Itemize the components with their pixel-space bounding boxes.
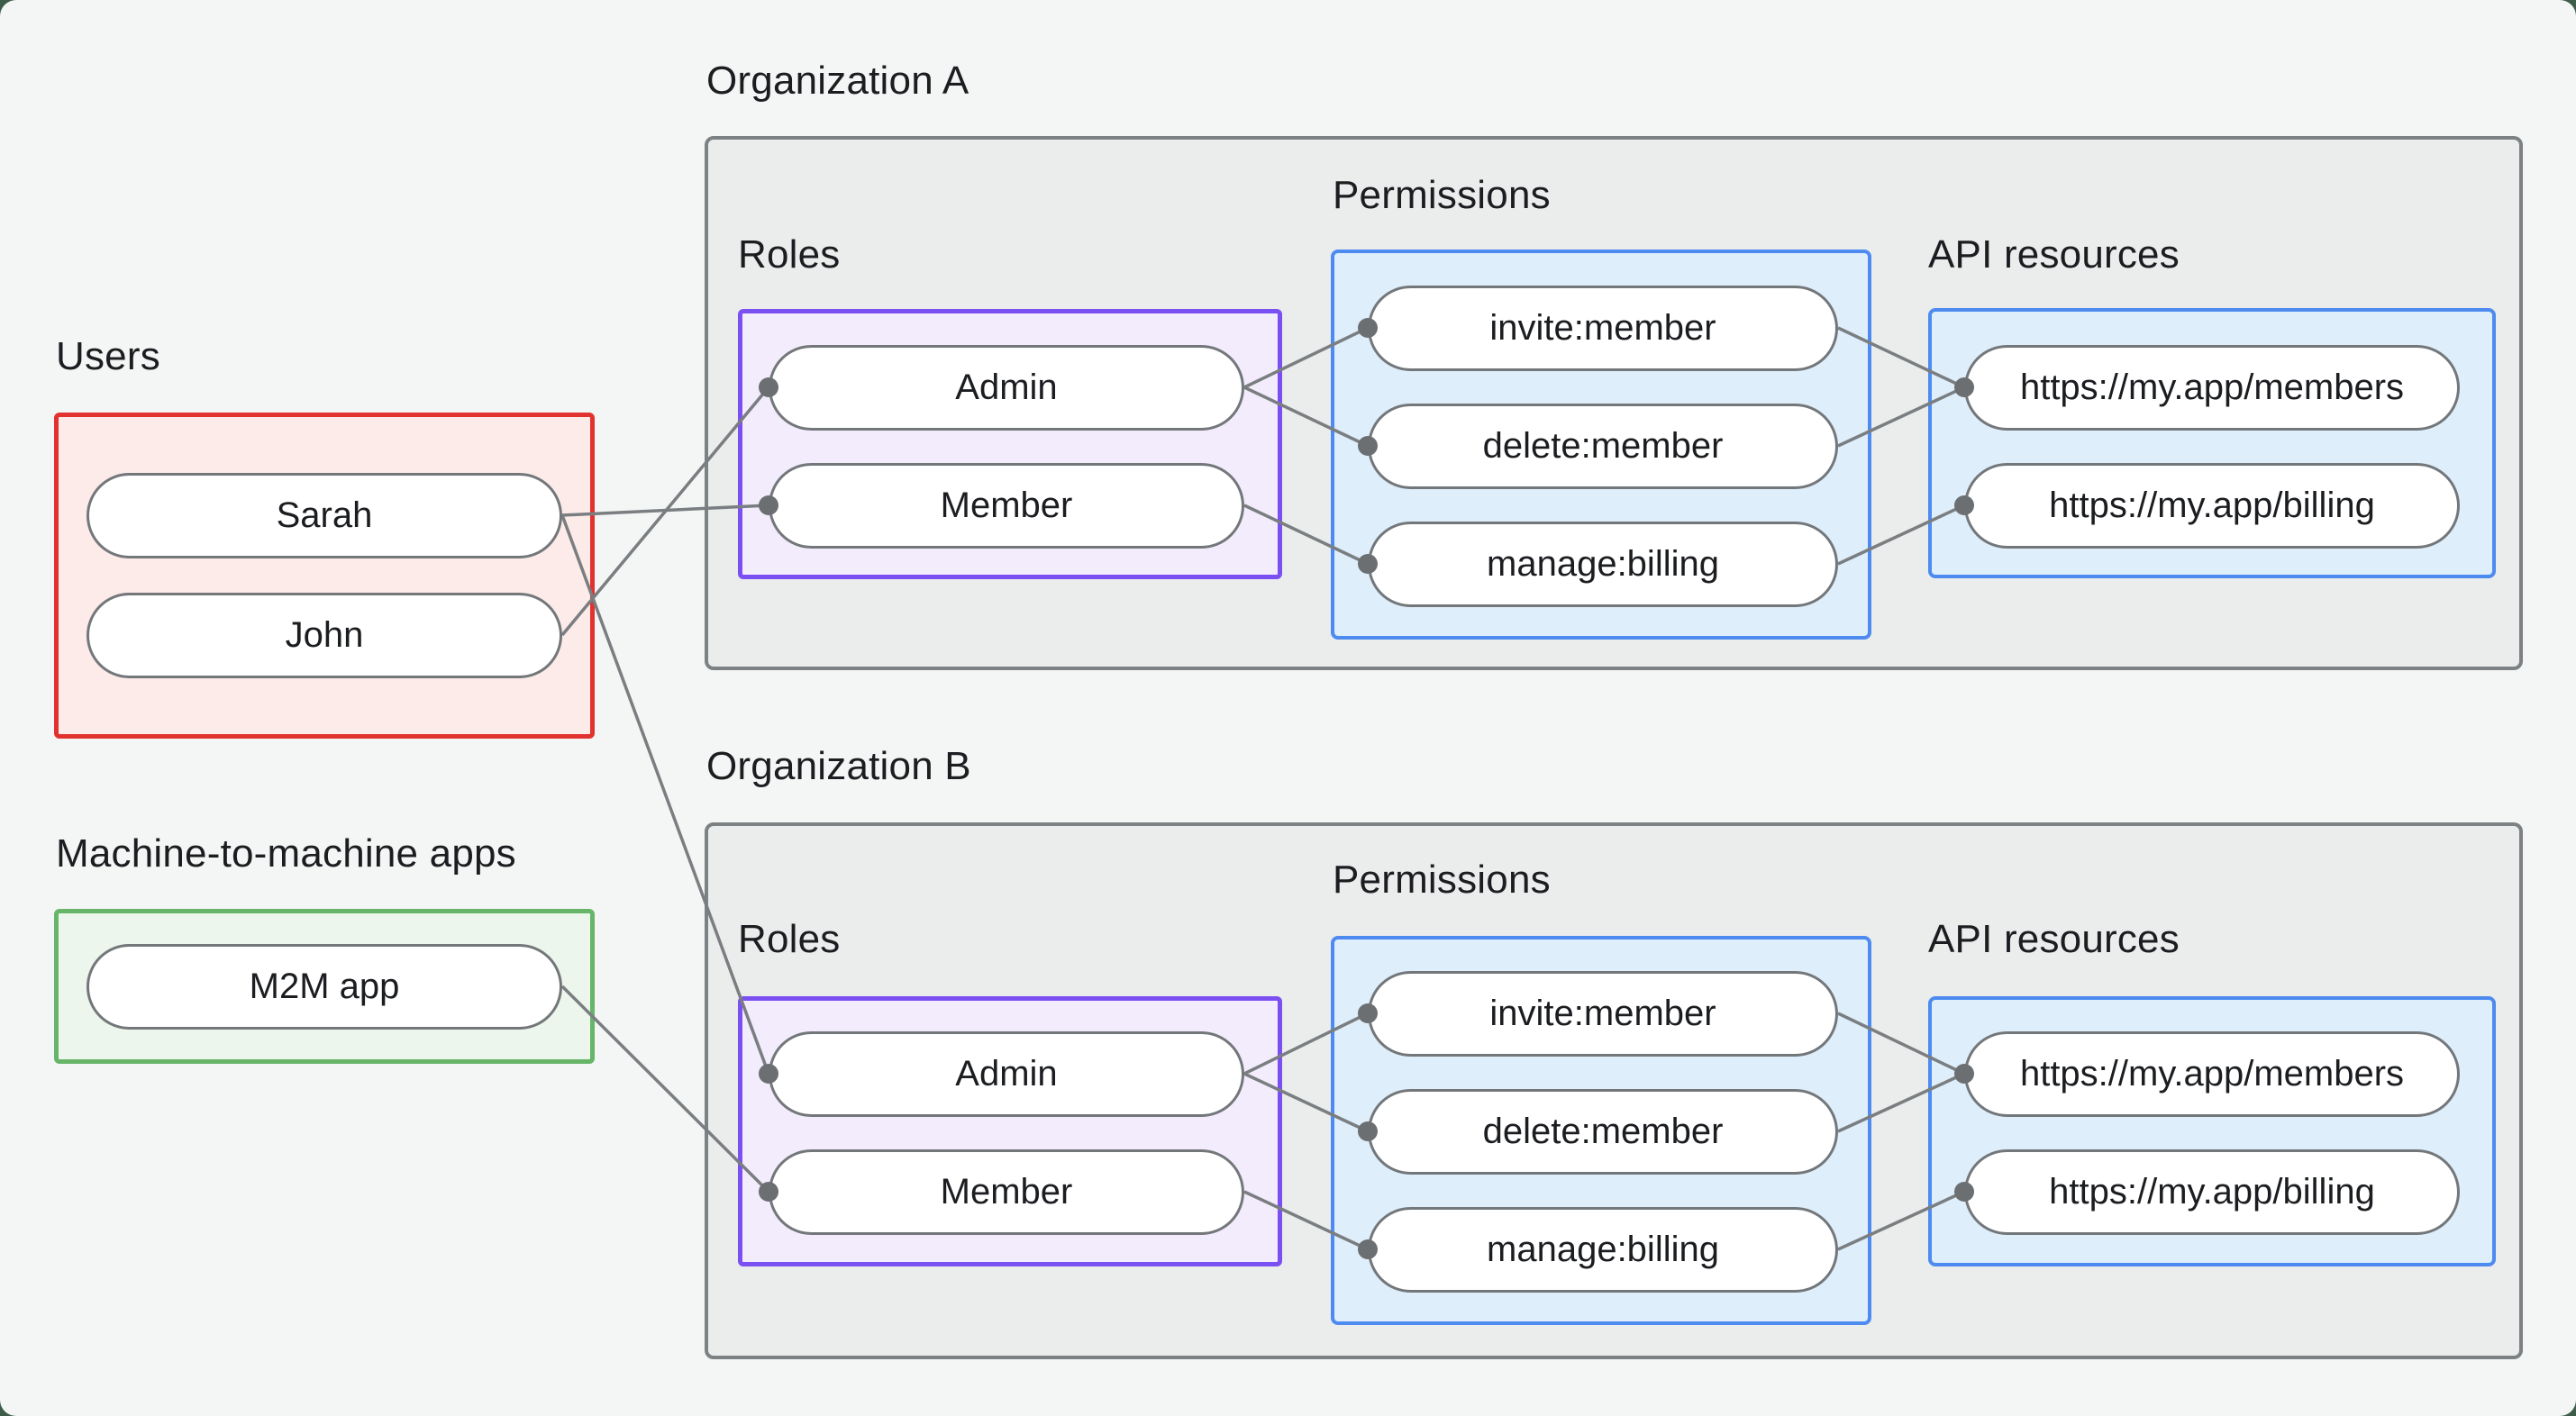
- org-b-api-label: API resources: [1928, 917, 2180, 961]
- edge-org-b-manage-to-billing-api: [1837, 1190, 1965, 1251]
- edge-org-a-invite-to-members-api: [1837, 326, 1965, 389]
- edge-org-a-manage-to-billing-api: [1837, 504, 1965, 566]
- edge-org-b-member-to-manage-billing: [1243, 1190, 1369, 1251]
- edge-org-a-member-to-manage-billing: [1243, 504, 1369, 566]
- node-org-a-invite-member: invite:member: [1368, 286, 1838, 371]
- edge-org-a-admin-to-delete-member: [1243, 386, 1369, 448]
- users-group-label: Users: [56, 334, 160, 378]
- org-a-title: Organization A: [706, 59, 969, 103]
- m2m-group-label: Machine-to-machine apps: [56, 831, 516, 876]
- edge-org-a-delete-to-members-api: [1837, 386, 1965, 448]
- node-org-b-billing-api: https://my.app/billing: [1964, 1149, 2460, 1235]
- edge-org-b-admin-to-delete-member: [1243, 1072, 1369, 1133]
- org-a-api-label: API resources: [1928, 232, 2180, 277]
- users-group-box: [54, 413, 595, 739]
- edge-org-a-admin-to-invite-member: [1243, 326, 1369, 389]
- node-org-a-members-api: https://my.app/members: [1964, 345, 2460, 431]
- node-org-a-member: Member: [769, 463, 1244, 549]
- edge-org-b-admin-to-invite-member: [1243, 1012, 1369, 1076]
- node-org-b-member: Member: [769, 1149, 1244, 1235]
- edge-org-b-delete-to-members-api: [1837, 1072, 1965, 1133]
- org-a-roles-label: Roles: [738, 232, 841, 277]
- node-org-a-billing-api: https://my.app/billing: [1964, 463, 2460, 549]
- node-org-b-manage-billing: manage:billing: [1368, 1207, 1838, 1293]
- edge-sarah-to-org-b-admin: [560, 514, 770, 1075]
- org-b-permissions-label: Permissions: [1333, 858, 1551, 902]
- node-sarah: Sarah: [86, 473, 562, 558]
- node-org-a-delete-member: delete:member: [1368, 404, 1838, 489]
- edge-john-to-org-a-admin: [560, 386, 770, 637]
- node-m2m-app: M2M app: [86, 944, 562, 1030]
- node-org-a-admin: Admin: [769, 345, 1244, 431]
- edge-org-b-invite-to-members-api: [1837, 1012, 1965, 1076]
- edge-m2m-app-to-org-b-member: [560, 985, 770, 1194]
- org-a-permissions-label: Permissions: [1333, 173, 1551, 217]
- node-org-b-invite-member: invite:member: [1368, 971, 1838, 1057]
- org-b-roles-label: Roles: [738, 917, 841, 961]
- node-org-b-delete-member: delete:member: [1368, 1089, 1838, 1175]
- node-org-a-manage-billing: manage:billing: [1368, 522, 1838, 607]
- node-org-b-admin: Admin: [769, 1031, 1244, 1117]
- node-org-b-members-api: https://my.app/members: [1964, 1031, 2460, 1117]
- org-b-title: Organization B: [706, 744, 971, 788]
- node-john: John: [86, 593, 562, 678]
